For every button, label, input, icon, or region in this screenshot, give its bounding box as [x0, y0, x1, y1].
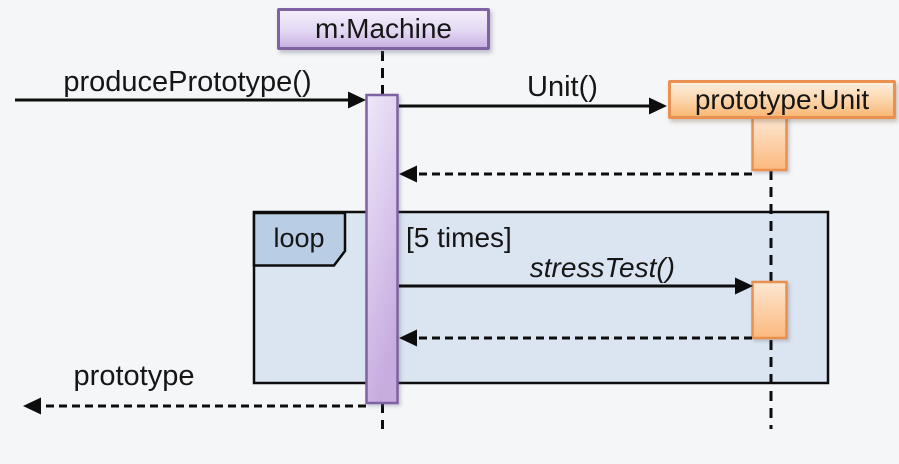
produce-prototype-arrowhead: [348, 91, 366, 109]
participant-machine-box: m:Machine: [277, 8, 490, 50]
stress-test-arrowhead: [735, 277, 753, 295]
create-return-arrowhead: [399, 165, 417, 183]
participant-unit-label: prototype:Unit: [694, 83, 870, 115]
message-label-unit: Unit(): [527, 71, 598, 103]
loop-fragment-frame: [252, 210, 830, 385]
stress-return-arrowhead: [399, 329, 417, 347]
loop-guard-label: [5 times]: [406, 222, 512, 253]
message-label-prototype-return: prototype: [73, 360, 195, 392]
machine-activation-bar: [365, 93, 399, 405]
message-label-produce-prototype: producePrototype(): [63, 66, 312, 98]
participant-machine-label: m:Machine: [315, 13, 452, 44]
loop-operator-label: loop: [273, 223, 325, 253]
unit-create-arrowhead: [649, 97, 667, 115]
loop-operator-tab: [252, 211, 347, 267]
prototype-return-arrowhead: [23, 397, 41, 415]
unit-activation-bar-stresstest: [751, 280, 788, 340]
participant-unit-box: prototype:Unit: [668, 80, 896, 119]
message-label-stress-test: stressTest(): [529, 252, 675, 283]
unit-activation-bar-create: [751, 115, 788, 172]
